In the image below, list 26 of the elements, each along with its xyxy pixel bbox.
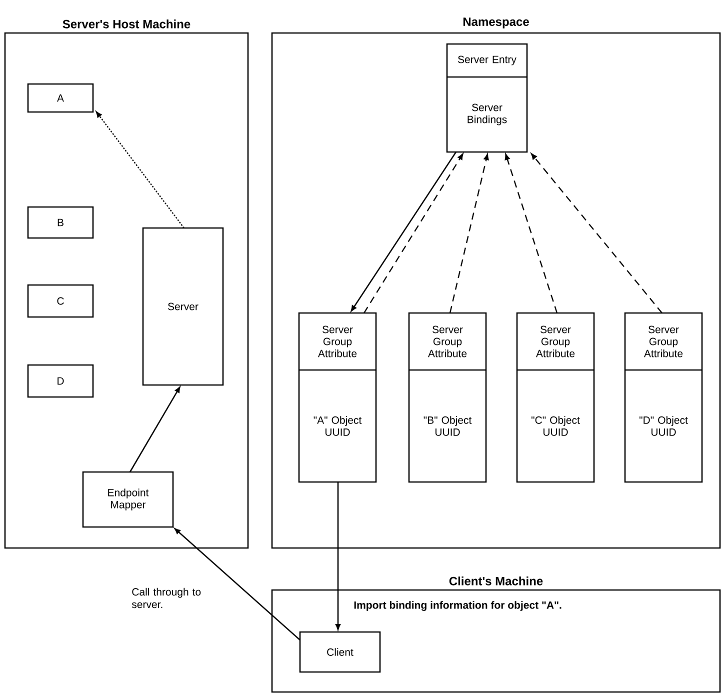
dashed-arrow (449, 154, 489, 314)
process-box: C (27, 284, 94, 318)
node-label: Namespace (463, 18, 529, 28)
record-box: Server Group Attribute "B" Object UUID (408, 312, 487, 483)
process-box: Client (299, 631, 381, 673)
dashed-arrow (96, 111, 184, 228)
arrow (174, 528, 300, 640)
node-label: Server's Host Machine (62, 20, 190, 28)
node-label: Client's Machine (449, 576, 543, 586)
dashed-arrow (364, 154, 464, 314)
dashed-arrow (530, 153, 662, 314)
edge-label: Import binding information for object "A". (354, 601, 562, 611)
record-box: Server Group Attribute "A" Object UUID (298, 312, 377, 483)
process-box: D (27, 364, 94, 398)
edge-label: Call through to server. (132, 588, 201, 608)
arrow (335, 482, 341, 630)
record-box: Server Group Attribute "D" Object UUID (624, 312, 703, 483)
arrow (350, 152, 457, 312)
dashed-arrow (504, 154, 558, 314)
process-box: A (27, 83, 94, 113)
process-box: B (27, 206, 94, 239)
process-box: Server (142, 227, 224, 386)
record-box: Server Entry Server Bindings (446, 43, 528, 153)
process-box: Endpoint Mapper (82, 471, 174, 528)
arrow (129, 386, 180, 472)
record-box: Server Group Attribute "C" Object UUID (516, 312, 595, 483)
